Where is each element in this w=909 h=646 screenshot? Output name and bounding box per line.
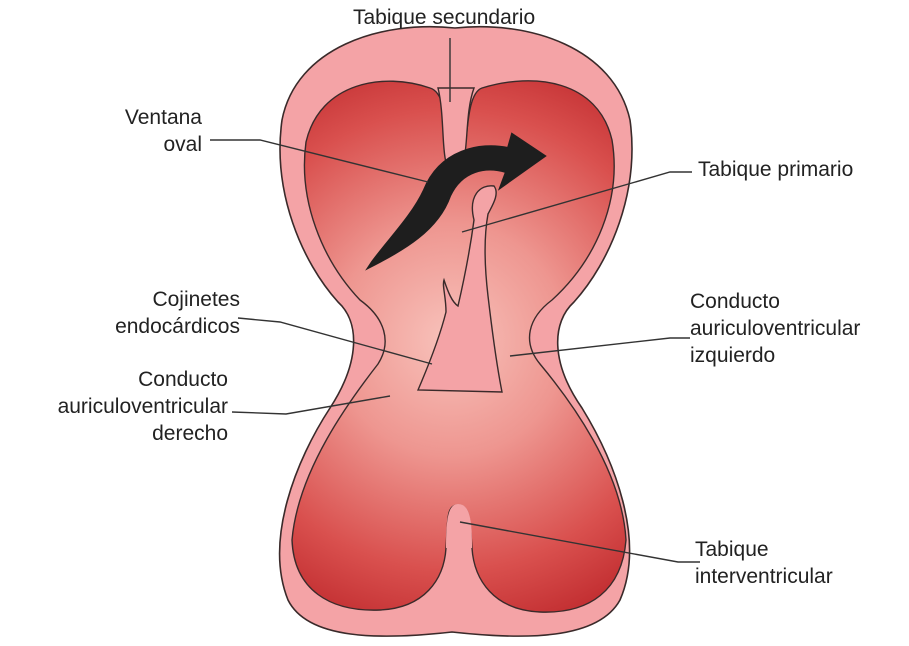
label-tabique-primario: Tabique primario xyxy=(698,156,853,183)
label-tabique-interventricular: Tabique interventricular xyxy=(695,536,833,590)
label-cojinetes-endocardicos: Cojinetes endocárdicos xyxy=(60,286,240,340)
label-conducto-auriculoventricular-derecho: Conducto auriculoventricular derecho xyxy=(2,366,228,447)
label-conducto-auriculoventricular-izquierdo: Conducto auriculoventricular izquierdo xyxy=(690,288,860,369)
label-tabique-secundario: Tabique secundario xyxy=(353,4,535,31)
label-ventana-oval: Ventana oval xyxy=(84,104,202,158)
